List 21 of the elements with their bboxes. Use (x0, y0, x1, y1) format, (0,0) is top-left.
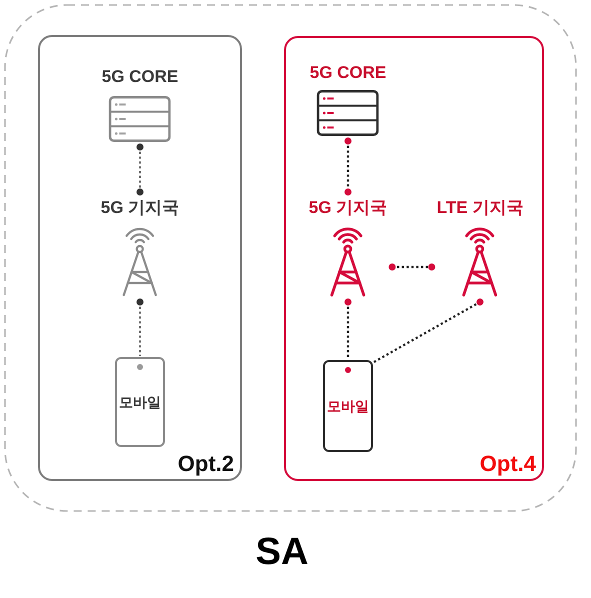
node-label: LTE 기지국 (436, 197, 524, 219)
dotted-connector (344, 138, 352, 196)
option-panel (284, 36, 544, 481)
option-label: Opt.4 (480, 451, 536, 477)
dotted-connector (136, 144, 144, 196)
dashed-group-frame (4, 4, 577, 512)
option-label: Opt.2 (178, 451, 234, 477)
node-label: 5G CORE (102, 66, 178, 88)
dotted-connector (373, 298, 484, 363)
device-label: 모바일 (327, 397, 369, 415)
node-label: 5G 기지국 (308, 197, 388, 219)
device-label: 모바일 (119, 393, 161, 411)
title: SA (256, 533, 308, 571)
node-label: 5G 기지국 (100, 197, 180, 219)
mobile-phone (323, 360, 373, 452)
node-label: 5G CORE (310, 62, 386, 84)
dotted-connector (136, 298, 144, 356)
mobile-phone (115, 357, 165, 447)
dotted-connector (344, 298, 352, 359)
dotted-connector (388, 264, 436, 270)
option-panel (38, 35, 242, 481)
